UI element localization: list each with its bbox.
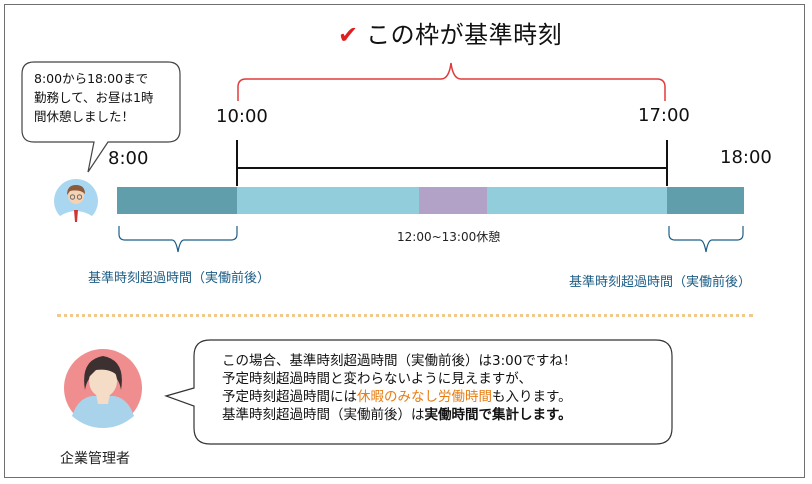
admin-line-3-prefix: 予定時刻超過時間には	[222, 389, 357, 405]
admin-avatar	[64, 349, 142, 428]
admin-line-3: 予定時刻超過時間には休暇のみなし労働時間も入ります。	[222, 388, 662, 406]
page-title: この枠が基準時刻	[366, 21, 563, 49]
employee-speech-bubble	[21, 61, 181, 173]
speech-line: 8:00から18:00まで	[34, 71, 149, 86]
employee-avatar	[54, 179, 98, 224]
highlight-text: 休暇のみなし労働時間	[357, 389, 492, 405]
standard-time-bracket	[237, 62, 666, 101]
break-label: 12:00~13:00休憩	[397, 230, 501, 244]
standard-end-time: 17:00	[638, 105, 690, 126]
overtime-segment-right	[667, 187, 744, 214]
bold-text: 実働時間で集計します。	[424, 407, 572, 423]
start-time: 8:00	[108, 148, 149, 169]
admin-line-4-prefix: 基準時刻超過時間（実働前後）は	[222, 407, 425, 423]
break-segment	[419, 187, 487, 214]
admin-line-4: 基準時刻超過時間（実働前後）は実働時間で集計します。	[222, 406, 662, 424]
admin-role-label: 企業管理者	[60, 451, 130, 467]
admin-line-1: この場合、基準時刻超過時間（実働前後）は3:00ですね！	[222, 353, 577, 369]
speech-line: 勤務して、お昼は1時	[34, 90, 154, 105]
admin-speech-bubble	[164, 339, 673, 445]
overtime-segment-left	[117, 187, 237, 214]
end-time: 18:00	[720, 147, 772, 168]
work-segment-afternoon	[487, 187, 667, 214]
standard-start-time: 10:00	[216, 106, 268, 127]
check-icon: ✔	[338, 21, 359, 49]
admin-line-2: 予定時刻超過時間と変わらないように見えますが、	[222, 371, 532, 387]
admin-line-3-suffix: も入ります。	[492, 389, 572, 405]
admin-speech-text: この場合、基準時刻超過時間（実働前後）は3:00ですね！ 予定時刻超過時間と変わ…	[222, 352, 662, 424]
overtime-caption-right: 基準時刻超過時間（実働前後）	[569, 275, 752, 290]
section-divider	[57, 314, 753, 317]
work-segment-morning	[237, 187, 419, 214]
overtime-caption-left: 基準時刻超過時間（実働前後）	[88, 271, 271, 286]
title-row: ✔ この枠が基準時刻	[338, 18, 562, 52]
speech-line: 間休憩しました！	[34, 109, 135, 124]
right-overtime-bracket	[668, 226, 744, 253]
employee-speech-text: 8:00から18:00まで 勤務して、お昼は1時 間休憩しました！	[34, 69, 174, 126]
left-overtime-bracket	[118, 226, 238, 253]
